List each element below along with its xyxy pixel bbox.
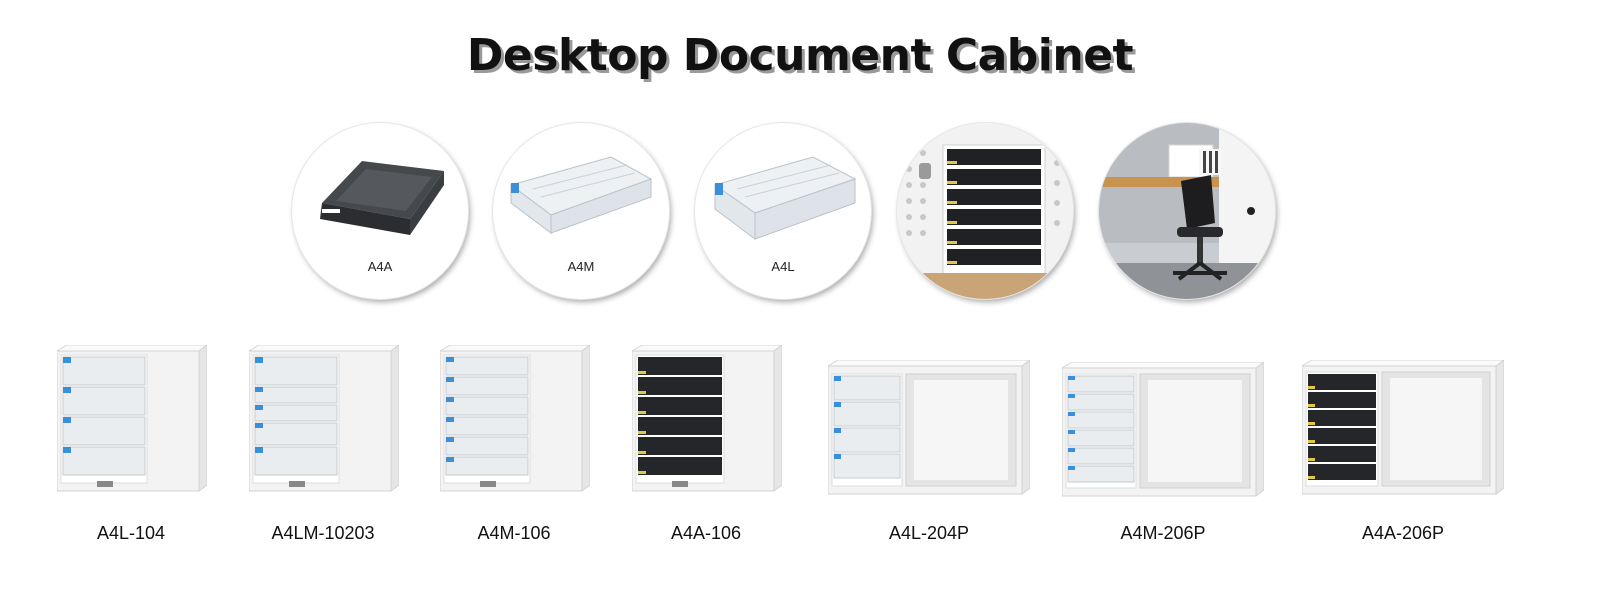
cabinet-model-label: A4A-206P — [1361, 523, 1445, 543]
cabinet-a4a-106[interactable] — [632, 345, 782, 493]
black-tray-rack-photo-icon — [897, 123, 1073, 299]
cabinet-a4a-206p[interactable] — [1302, 360, 1504, 496]
office-desk-chair-photo-icon — [1099, 123, 1275, 299]
cabinet-a4m-206p[interactable] — [1062, 362, 1264, 498]
cabinet-model-label: A4M-206P — [1120, 523, 1206, 543]
cabinet-a4l-204p[interactable] — [828, 360, 1030, 496]
drawer-label: A4A — [367, 259, 393, 274]
cabinet-a4l-104[interactable] — [57, 345, 207, 493]
cabinet-a4m-106[interactable] — [440, 345, 590, 493]
drawer-label: A4M — [567, 259, 595, 274]
drawer-option-a4l[interactable]: A4L — [695, 123, 871, 299]
cabinet-model-label: A4L-104 — [96, 523, 166, 543]
clear-deep-drawer-tray-icon — [713, 156, 857, 240]
cabinet-model-label: A4M-106 — [477, 523, 551, 543]
page-title: Desktop Document Cabinet — [466, 30, 1134, 81]
cabinet-model-label: A4A-106 — [670, 523, 742, 543]
office-photo[interactable] — [1099, 123, 1275, 299]
cabinet-model-label: A4L-204P — [888, 523, 970, 543]
drawer-label: A4L — [771, 259, 795, 274]
drawer-option-a4a[interactable]: A4A — [292, 123, 468, 299]
cabinet-a4lm-10203[interactable] — [249, 345, 399, 493]
drawer-option-a4m[interactable]: A4M — [493, 123, 669, 299]
clear-drawer-tray-icon — [509, 156, 653, 234]
rack-photo[interactable] — [897, 123, 1073, 299]
black-letter-tray-icon — [320, 161, 444, 235]
cabinet-model-label: A4LM-10203 — [271, 523, 375, 543]
